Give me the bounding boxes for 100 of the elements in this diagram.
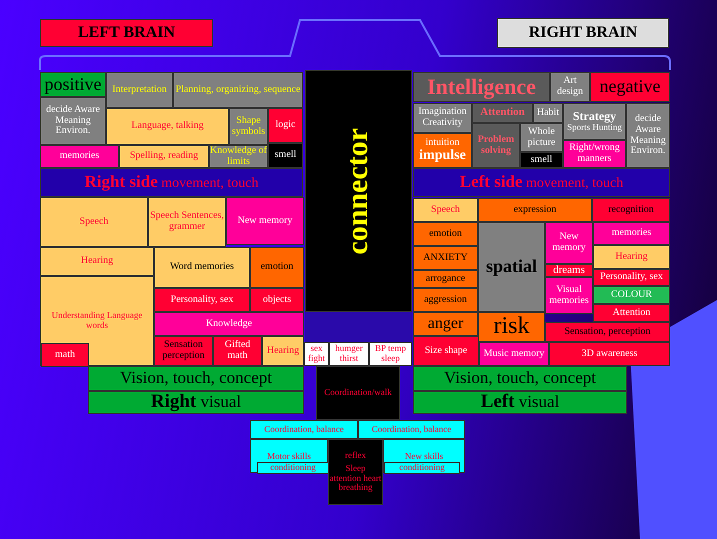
label-text: Coordination, balance bbox=[264, 424, 344, 434]
label-box bbox=[40, 19, 213, 47]
label-box bbox=[40, 97, 106, 145]
label-text: smell bbox=[274, 150, 296, 161]
label-box bbox=[472, 103, 533, 123]
label-text: Visual memories bbox=[548, 284, 590, 306]
label-box bbox=[262, 336, 304, 366]
label-box bbox=[590, 72, 670, 102]
label-text: conditioning bbox=[270, 463, 316, 473]
label-text: dreams bbox=[553, 264, 585, 276]
label-text: logic bbox=[276, 120, 296, 131]
label-box bbox=[369, 342, 412, 366]
label-box bbox=[479, 342, 549, 366]
label-box bbox=[40, 72, 106, 97]
label-box bbox=[545, 222, 593, 264]
label-box bbox=[226, 197, 304, 245]
label-text: Strategy bbox=[572, 110, 616, 124]
label-text: Speech Sentences, grammer bbox=[149, 211, 225, 233]
label-box bbox=[250, 420, 358, 439]
label-box bbox=[413, 72, 550, 102]
label-box bbox=[173, 72, 303, 108]
label-text: Whole picture bbox=[526, 126, 556, 148]
label-text: impulse bbox=[419, 148, 466, 164]
label-text: Interpretation bbox=[112, 84, 167, 96]
label-box bbox=[40, 276, 154, 366]
label-box bbox=[413, 198, 478, 222]
label-text: decide Aware Meaning Environ. bbox=[629, 114, 667, 158]
label-box bbox=[593, 286, 670, 304]
label-text: Sports Hunting bbox=[567, 123, 622, 133]
label-box bbox=[329, 342, 369, 366]
label-box bbox=[154, 288, 250, 312]
label-text: Sleep attention heart breathing bbox=[329, 464, 382, 493]
label-text: objects bbox=[262, 294, 292, 306]
label-text: Left visual bbox=[480, 392, 560, 413]
label-box bbox=[413, 246, 478, 270]
label-box bbox=[478, 312, 545, 342]
label-text: recognition bbox=[608, 204, 654, 216]
label-box bbox=[413, 270, 478, 288]
label-box bbox=[41, 343, 89, 367]
label-text: Motor skills bbox=[267, 452, 311, 462]
label-box bbox=[316, 366, 400, 420]
label-box bbox=[250, 247, 304, 288]
label-text: Size shape bbox=[424, 346, 468, 356]
label-text: Attention bbox=[480, 107, 525, 119]
label-box bbox=[413, 222, 478, 246]
label-text: Knowledge bbox=[206, 318, 252, 330]
label-text: Right/wrong manners bbox=[568, 143, 621, 165]
label-box bbox=[563, 140, 626, 168]
label-box bbox=[358, 420, 465, 439]
label-box bbox=[413, 288, 478, 312]
label-text: aggression bbox=[424, 294, 467, 306]
label-text: COLOUR bbox=[610, 290, 652, 300]
label-box bbox=[520, 152, 563, 168]
label-text: spatial bbox=[486, 257, 537, 277]
label-text: Sensation perception bbox=[161, 340, 206, 362]
label-box bbox=[40, 247, 154, 276]
label-box bbox=[250, 288, 304, 312]
label-text: Coordination, balance bbox=[372, 424, 452, 434]
label-text: Intelligence bbox=[427, 75, 536, 99]
label-box bbox=[328, 439, 383, 505]
label-box bbox=[413, 391, 627, 414]
label-text: Coordination/walk bbox=[324, 388, 392, 398]
label-text: RIGHT BRAIN bbox=[528, 24, 638, 42]
label-text: Art design bbox=[556, 76, 584, 98]
label-box bbox=[250, 439, 328, 473]
label-text: New memory bbox=[551, 232, 587, 254]
label-text: sex fight bbox=[307, 344, 326, 364]
label-text: memories bbox=[612, 228, 652, 239]
label-box bbox=[384, 462, 460, 474]
label-text: Sensation, perception bbox=[564, 326, 651, 338]
label-text: Vision, touch, concept bbox=[444, 369, 596, 388]
label-text: Language, talking bbox=[131, 121, 204, 132]
label-text: Habit bbox=[536, 108, 560, 118]
label-text: BP temp sleep bbox=[374, 344, 407, 364]
label-box bbox=[106, 72, 173, 108]
label-box bbox=[497, 18, 669, 48]
label-box bbox=[545, 277, 593, 314]
label-box bbox=[413, 312, 478, 336]
label-box bbox=[106, 108, 229, 145]
label-box bbox=[268, 108, 303, 143]
label-box bbox=[268, 143, 303, 168]
label-text: Personality, sex bbox=[170, 294, 234, 306]
label-text: 3D awareness bbox=[582, 348, 638, 360]
label-text: Speech bbox=[80, 216, 108, 228]
label-text: Right side movement, touch bbox=[84, 173, 258, 192]
label-box bbox=[626, 103, 670, 168]
label-text: anger bbox=[428, 315, 464, 333]
label-text: emotion bbox=[429, 228, 462, 240]
label-box bbox=[520, 123, 563, 152]
label-text: conditioning bbox=[399, 463, 445, 473]
label-text: intuition bbox=[426, 138, 460, 148]
label-box bbox=[88, 366, 304, 391]
label-box bbox=[213, 336, 262, 366]
label-text: Right visual bbox=[150, 392, 242, 413]
label-text: risk bbox=[494, 314, 530, 340]
label-box bbox=[545, 264, 593, 277]
label-text: Speech bbox=[431, 204, 460, 216]
label-box bbox=[40, 168, 303, 197]
label-text: Spelling, reading bbox=[130, 151, 198, 162]
label-text: LEFT BRAIN bbox=[78, 24, 176, 42]
